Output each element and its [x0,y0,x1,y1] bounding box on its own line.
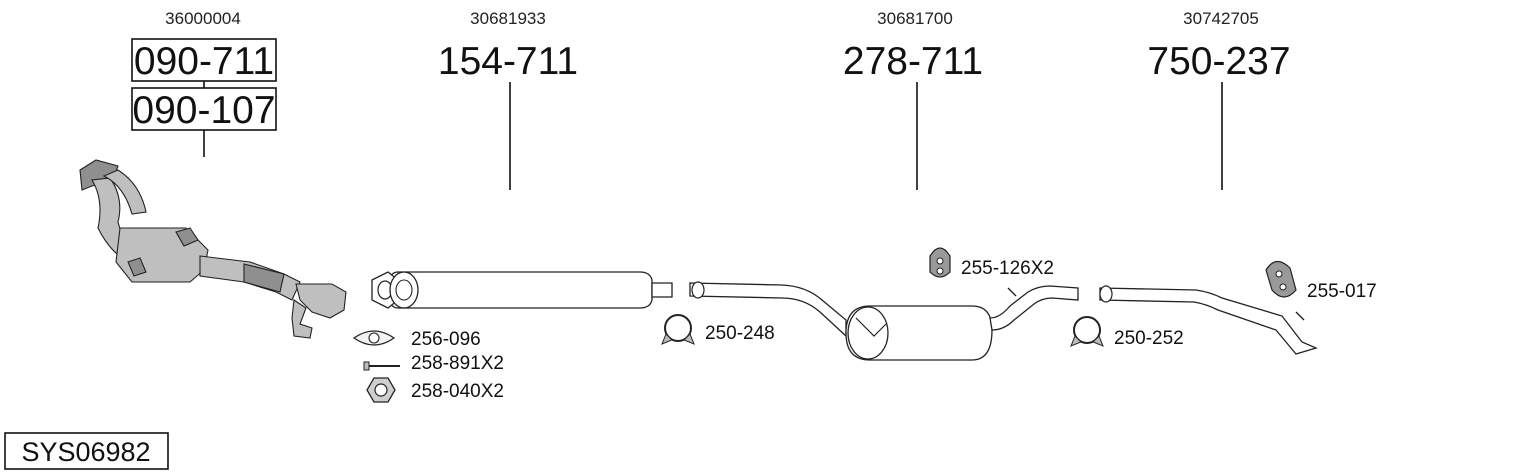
accessory-hanger-1[interactable]: 255-126X2 [929,247,1054,279]
component-middle-silencer[interactable]: 30681700 278-711 [689,9,1079,361]
accessory-label-1: 256-096 [411,329,481,350]
component-front-silencer[interactable]: 30681933 154-711 [371,9,673,309]
oem-number-1: 36000004 [165,9,241,28]
clamp-icon [1070,316,1104,347]
accessory-bolt[interactable]: 258-891X2 [363,353,504,374]
accessory-label-4: 250-248 [705,323,775,344]
accessory-label-2: 258-891X2 [411,353,504,374]
nut-icon [366,377,396,403]
rubber-hanger-icon [929,247,951,278]
part-box-1b [131,87,277,131]
clamp-icon [661,314,695,345]
oem-number-4: 30742705 [1183,9,1259,28]
part-number-2: 154-711 [438,40,578,83]
oem-number-3: 30681700 [877,9,953,28]
accessory-label-6: 250-252 [1114,328,1184,349]
system-code-box: SYS06982 [4,432,169,470]
accessory-label-5: 255-126X2 [961,258,1054,279]
bolt-icon [363,361,400,371]
system-code: SYS06982 [21,437,150,467]
accessory-gasket[interactable]: 256-096 [352,329,481,350]
accessory-hanger-2[interactable]: 255-017 [1265,260,1377,302]
tail-pipe-drawing [1099,285,1318,355]
component-catalytic-converter[interactable]: 36000004 090-711 090-107 [79,9,347,339]
accessory-clamp-2[interactable]: 250-252 [1070,316,1184,349]
part-number-4: 750-237 [1147,40,1290,83]
part-number-1a: 090-711 [134,40,274,83]
accessory-nut[interactable]: 258-040X2 [366,377,504,403]
front-silencer-drawing [371,271,673,309]
catalytic-converter-drawing [79,159,347,339]
component-tail-pipe[interactable]: 30742705 750-237 [1099,9,1318,355]
part-number-3: 278-711 [843,40,983,83]
accessory-label-3: 258-040X2 [411,381,504,402]
accessory-clamp-1[interactable]: 250-248 [661,314,775,345]
middle-silencer-drawing [689,281,1079,361]
accessory-label-7: 255-017 [1307,281,1377,302]
rubber-hanger-icon [1265,260,1297,298]
oem-number-2: 30681933 [470,9,546,28]
part-box-1a [131,38,277,82]
part-number-1b: 090-107 [132,89,275,132]
